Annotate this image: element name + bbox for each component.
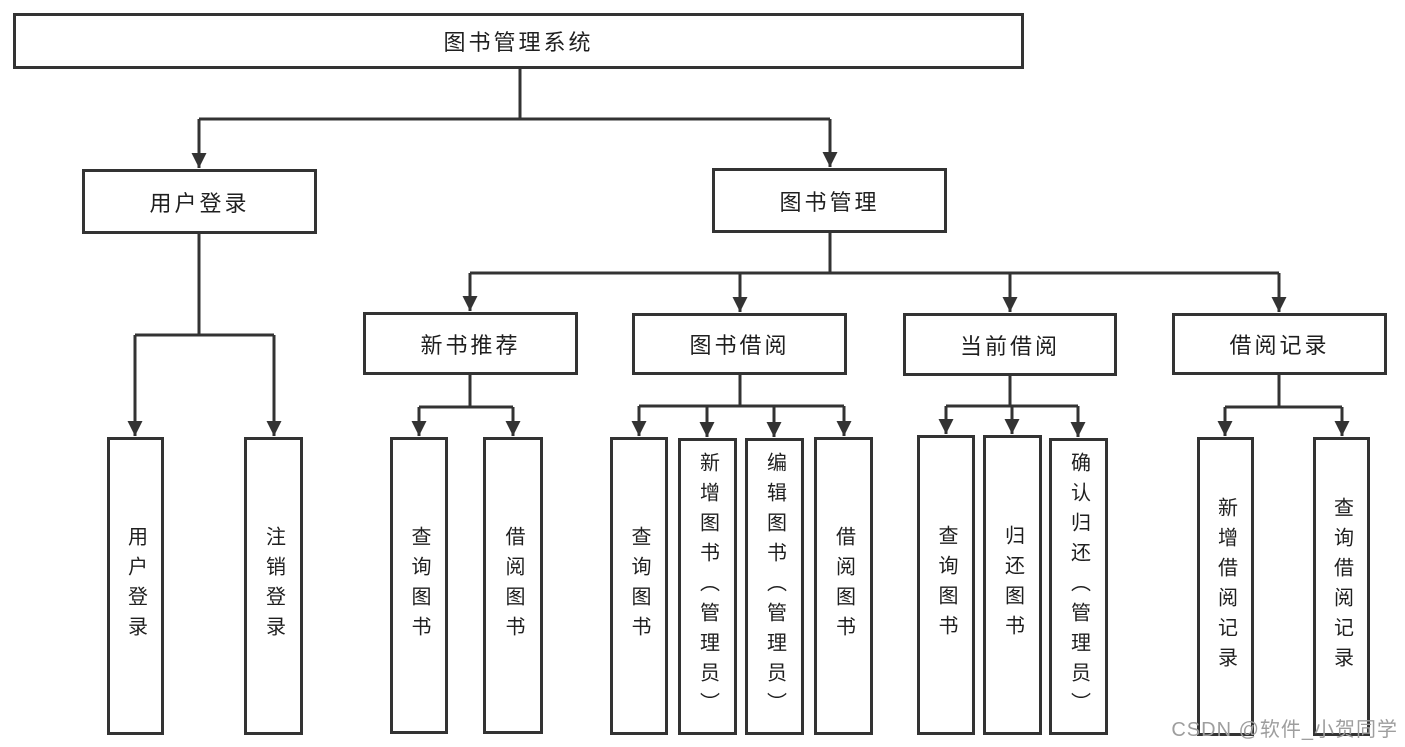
leaf-borrow-books: 借阅图书 [814, 437, 873, 735]
node-book-borrowing: 图书借阅 [632, 313, 847, 375]
leaf-return-books: 归还图书 [983, 435, 1042, 735]
leaf-query-borrow-record: 查询借阅记录 [1313, 437, 1370, 736]
node-library-management-system: 图书管理系统 [13, 13, 1024, 69]
leaf-user-login: 用户登录 [107, 437, 164, 735]
csdn-watermark: CSDN @软件_小贺同学 [1171, 719, 1398, 741]
leaf-query-books-recommend: 查询图书 [390, 437, 448, 734]
leaf-edit-books-admin: 编辑图书（管理员） [745, 438, 804, 735]
node-user-login: 用户登录 [82, 169, 317, 234]
leaf-logout: 注销登录 [244, 437, 303, 735]
leaf-add-borrow-record: 新增借阅记录 [1197, 437, 1254, 736]
leaf-query-books-current: 查询图书 [917, 435, 975, 735]
node-borrowing-records: 借阅记录 [1172, 313, 1387, 375]
node-new-book-recommend: 新书推荐 [363, 312, 578, 375]
leaf-borrow-books-recommend: 借阅图书 [483, 437, 543, 734]
leaf-query-books-borrowing: 查询图书 [610, 437, 668, 735]
node-book-management: 图书管理 [712, 168, 947, 233]
leaf-add-books-admin: 新增图书（管理员） [678, 438, 737, 735]
leaf-confirm-return-admin: 确认归还（管理员） [1049, 438, 1108, 735]
node-current-borrowing: 当前借阅 [903, 313, 1117, 376]
